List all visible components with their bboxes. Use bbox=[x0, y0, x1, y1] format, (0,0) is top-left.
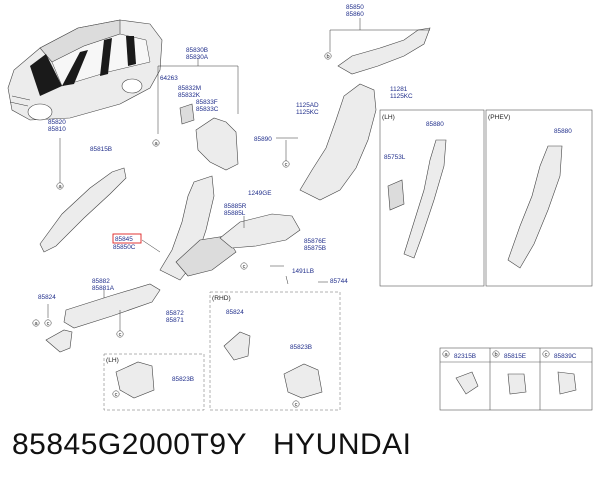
label-85815E: 85815E bbox=[504, 353, 526, 360]
fastener-table bbox=[439, 347, 593, 411]
clip-82315B bbox=[455, 371, 479, 395]
label-85832M: 85832M bbox=[178, 85, 201, 92]
svg-text:c: c bbox=[295, 402, 298, 408]
rear-pillar-trim bbox=[276, 83, 377, 201]
label-85871: 85871 bbox=[166, 317, 184, 324]
highlight-box bbox=[112, 233, 142, 244]
label-82315B: 82315B bbox=[454, 353, 476, 360]
svg-text:b: b bbox=[494, 352, 497, 358]
lh-box bbox=[379, 109, 485, 287]
label-85850C: 85850C bbox=[113, 244, 136, 251]
header-phev: (PHEV) bbox=[488, 114, 510, 121]
grille-lh bbox=[387, 179, 405, 211]
svg-text:c: c bbox=[243, 264, 246, 270]
label-11281: 11281 bbox=[390, 86, 408, 93]
label-85872: 85872 bbox=[166, 310, 184, 317]
label-85820: 85820 bbox=[48, 119, 66, 126]
label-1491LB: 1491LB bbox=[292, 268, 314, 275]
label-85744: 85744 bbox=[330, 278, 348, 285]
label-85833F: 85833F bbox=[196, 99, 218, 106]
label-85885L: 85885L bbox=[224, 210, 246, 217]
phev-box bbox=[485, 109, 593, 287]
label-85832K: 85832K bbox=[178, 92, 201, 99]
svg-text:c: c bbox=[47, 321, 50, 327]
rear-pillar-trim-upper bbox=[329, 18, 431, 75]
svg-text:a: a bbox=[34, 321, 38, 327]
label-85845: 85845 bbox=[115, 236, 133, 243]
svg-text:c: c bbox=[115, 392, 118, 398]
callout-group: a a b c c c a c a b c c c bbox=[32, 52, 550, 408]
clip-85839C bbox=[557, 371, 577, 395]
svg-text:a: a bbox=[154, 141, 158, 147]
quarter-trim-lh bbox=[403, 139, 447, 259]
brand-name: HYUNDAI bbox=[273, 428, 412, 461]
header-lh: (LH) bbox=[382, 114, 395, 121]
svg-text:b: b bbox=[326, 54, 329, 60]
label-85885R: 85885R bbox=[224, 203, 247, 210]
label-85881A: 85881A bbox=[92, 285, 115, 292]
exploded-view-diagram: 85850 85860 85890 1125AD 1125KC 11281 11… bbox=[7, 4, 593, 411]
label-85823B-b: 85823B bbox=[290, 344, 312, 351]
label-85839C: 85839C bbox=[554, 353, 577, 360]
c-pillar-lower-trim bbox=[219, 213, 301, 249]
kick-panel-left bbox=[45, 304, 73, 353]
svg-text:c: c bbox=[285, 162, 288, 168]
label-85815B: 85815B bbox=[90, 146, 112, 153]
label-85882: 85882 bbox=[92, 278, 110, 285]
label-85890: 85890 bbox=[254, 136, 272, 143]
label-64263: 64263 bbox=[160, 75, 178, 82]
header-lh-lower: (LH) bbox=[106, 357, 119, 364]
door-sill-trim bbox=[63, 283, 161, 332]
label-85880-lh: 85880 bbox=[426, 121, 444, 128]
label-85753L: 85753L bbox=[384, 154, 406, 161]
lh-lower-box bbox=[103, 353, 205, 411]
label-85810: 85810 bbox=[48, 126, 66, 133]
label-85880-phev: 85880 bbox=[554, 128, 572, 135]
label-85876E: 85876E bbox=[304, 238, 326, 245]
svg-text:c: c bbox=[545, 352, 548, 358]
label-85823B-a: 85823B bbox=[172, 376, 194, 383]
header-rhd: (RHD) bbox=[212, 295, 231, 302]
car-illustration bbox=[7, 19, 163, 121]
part-caption: 85845G2000T9Y HYUNDAI bbox=[12, 428, 412, 462]
svg-text:c: c bbox=[119, 332, 122, 338]
quarter-trim-phev bbox=[507, 145, 563, 269]
b-pillar-upper-trim bbox=[157, 58, 239, 171]
clip-85815E bbox=[507, 373, 527, 395]
label-85830B: 85830B bbox=[186, 47, 208, 54]
kick-panel-rhd bbox=[223, 331, 251, 361]
part-number: 85845G2000T9Y bbox=[12, 428, 247, 461]
svg-text:a: a bbox=[444, 352, 448, 358]
label-85850: 85850 bbox=[346, 4, 364, 11]
cowl-trim-lh bbox=[115, 361, 155, 399]
label-1125KC-a: 1125KC bbox=[296, 109, 319, 116]
a-pillar-trim bbox=[39, 138, 127, 253]
label-1125AD: 1125AD bbox=[296, 102, 319, 109]
label-85860: 85860 bbox=[346, 11, 364, 18]
rhd-box bbox=[209, 291, 341, 411]
label-85824-b: 85824 bbox=[226, 309, 244, 316]
cowl-trim-rhd bbox=[283, 363, 323, 399]
label-1249GE: 1249GE bbox=[248, 190, 271, 197]
label-1125KC-b: 1125KC bbox=[390, 93, 413, 100]
label-85875B: 85875B bbox=[304, 245, 326, 252]
b-pillar-lower-trim bbox=[141, 175, 237, 281]
label-85824-a: 85824 bbox=[38, 294, 56, 301]
label-85830A: 85830A bbox=[186, 54, 209, 61]
svg-text:a: a bbox=[58, 184, 62, 190]
label-85833C: 85833C bbox=[196, 106, 219, 113]
